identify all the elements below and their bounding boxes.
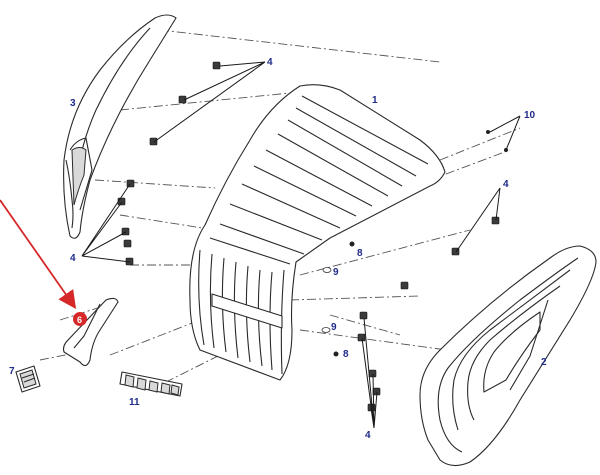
leader-lines [81, 61, 521, 429]
clip-icon [357, 333, 366, 342]
left-side-panel [63, 14, 177, 239]
highlight-badge [73, 312, 87, 326]
callout-9-upper: 9 [333, 267, 339, 278]
right-side-panel [419, 245, 597, 467]
nut-icon [333, 351, 339, 357]
callout-3: 3 [70, 98, 76, 109]
highlight-arrow [0, 199, 77, 309]
clip-icon [359, 311, 368, 320]
washer-icon [321, 327, 331, 333]
callout-9-lower: 9 [331, 322, 337, 333]
lettering-badge [119, 371, 183, 397]
clip-icon [117, 197, 126, 206]
callout-labels: 1 2 3 4 4 4 4 6 7 8 8 9 9 10 11 [9, 57, 547, 441]
washer-icon [322, 267, 332, 273]
clip-icon [126, 179, 135, 188]
clip-icon [123, 239, 132, 248]
front-grille [189, 84, 446, 381]
clip-icon [368, 369, 377, 378]
callout-8-upper: 8 [357, 248, 363, 259]
screw-icon [486, 130, 490, 134]
callout-6: 6 [77, 315, 82, 325]
callout-4-right: 4 [503, 179, 509, 190]
clip-icon [212, 61, 221, 70]
clip-icon [400, 281, 409, 290]
trim-piece [62, 297, 119, 367]
clip-icon [491, 216, 500, 225]
callout-4-bottom: 4 [365, 430, 371, 441]
callout-1: 1 [372, 95, 378, 106]
callout-11: 11 [129, 397, 140, 408]
nut-icon [349, 241, 355, 247]
emblem-badge [15, 365, 41, 393]
callout-4-top: 4 [267, 57, 273, 68]
callout-7: 7 [9, 366, 15, 377]
clip-icon [149, 137, 158, 146]
callout-8-lower: 8 [343, 349, 349, 360]
callout-10: 10 [524, 110, 536, 121]
callout-2: 2 [541, 357, 547, 368]
callout-4-left: 4 [70, 253, 76, 264]
